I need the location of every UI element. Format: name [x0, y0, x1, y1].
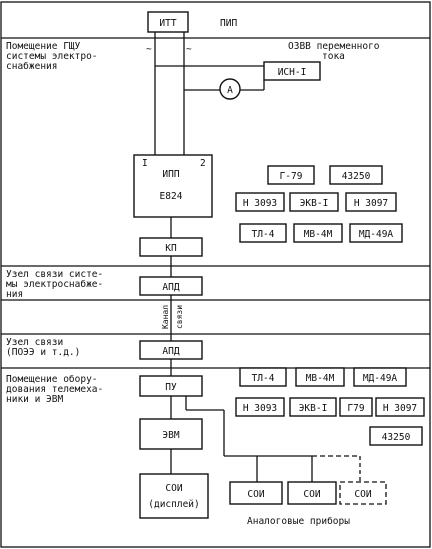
instrument-43250-box: [369, 426, 423, 446]
instruments-bottom: ТЛ-4 МВ-4М МД-49А Н 3093 ЭКВ-I Г79 Н 309…: [235, 367, 425, 446]
channel-label-2: связи: [175, 305, 184, 329]
ipp-input-2: 2: [200, 158, 206, 169]
soi-analog-3-box-dashed: [339, 481, 387, 505]
instrument-label: Г79: [347, 403, 364, 414]
instrument-label: Н 3093: [243, 403, 277, 414]
ipp-label: ИПП: [162, 169, 179, 180]
instrument-n3097-box: [375, 397, 425, 417]
isn-box: [263, 61, 321, 81]
analog-devices-caption: Аналоговые приборы: [247, 516, 350, 527]
instrument-label: МВ-4М: [306, 373, 335, 384]
instrument-g79-box: [267, 165, 315, 185]
ipp-model: Е824: [160, 191, 183, 202]
pu-label: ПУ: [165, 382, 177, 393]
soi-display-box: [139, 473, 209, 519]
evm-label: ЭВМ: [162, 430, 179, 441]
section-label-telemechanics-room: Помещение обору- дования телемеха- ники …: [6, 374, 109, 405]
instrument-n3093-box: [235, 192, 285, 212]
tilde-right: ~: [186, 44, 192, 55]
soi-analog-2-box: [287, 481, 337, 505]
instrument-label: ТЛ-4: [252, 373, 275, 384]
instrument-label: 43250: [342, 171, 371, 182]
instrument-n3093-box: [235, 397, 285, 417]
instrument-label: ЭКВ-I: [299, 403, 328, 414]
ammeter-label: А: [227, 85, 233, 96]
kp-label: КП: [165, 243, 177, 254]
instrument-md49a-box: [353, 367, 407, 387]
instrument-mv4m-box: [293, 223, 343, 243]
instrument-43250-box: [329, 165, 383, 185]
instrument-n3097-box: [345, 192, 397, 212]
instrument-label: Н 3097: [354, 198, 388, 209]
instrument-label: Г-79: [280, 171, 303, 182]
instrument-label: МВ-4М: [304, 229, 333, 240]
instrument-label: Н 3093: [243, 198, 277, 209]
instrument-label: ЭКВ-I: [300, 198, 329, 209]
pip-label: ПИП: [220, 18, 237, 29]
ipp-input-1: I: [142, 158, 148, 169]
ipp-box: [133, 154, 213, 218]
evm-box: [139, 418, 203, 450]
apd-bottom-label: АПД: [162, 346, 179, 357]
instrument-label: МД-49А: [363, 373, 398, 384]
tilde-left: ~: [146, 44, 152, 55]
ammeter-circle: [219, 78, 241, 100]
soi-analog-1-label: СОИ: [247, 489, 264, 500]
itt-box: [147, 11, 189, 33]
instruments-top: Г-79 43250 Н 3093 ЭКВ-I Н 3097 ТЛ-4 МВ-4…: [235, 165, 403, 243]
soi-analog-2-label: СОИ: [303, 489, 320, 500]
instrument-label: ТЛ-4: [252, 229, 275, 240]
instrument-tl4-box: [239, 367, 287, 387]
instrument-g79-box: [339, 397, 373, 417]
ozvv-label: ОЗВВ переменного тока: [288, 41, 385, 62]
soi-display-sublabel: (дисплей): [148, 499, 199, 510]
instrument-tl4-box: [239, 223, 287, 243]
section-label-main-control-room: Помещение ГЩУ системы электро- снабжения: [6, 41, 103, 72]
instrument-ekv1-box: [289, 397, 337, 417]
soi-analog-1-box: [229, 481, 283, 505]
instrument-label: Н 3097: [383, 403, 417, 414]
section-label-comm-node-power: Узел связи систе- мы электроснабже- ния: [6, 269, 109, 300]
soi-display-label: СОИ: [165, 483, 182, 494]
channel-label-1: Канал: [161, 305, 170, 329]
section-label-comm-node-poee: Узел связи (ПОЭЭ и т.д.): [6, 337, 80, 358]
instrument-ekv1-box: [289, 192, 339, 212]
instrument-label: 43250: [382, 432, 411, 443]
instrument-md49a-box: [349, 223, 403, 243]
instrument-mv4m-box: [295, 367, 345, 387]
itt-label: ИТТ: [159, 18, 176, 29]
apd-top-label: АПД: [162, 282, 179, 293]
instrument-label: МД-49А: [359, 229, 394, 240]
soi-analog-3-label: СОИ: [354, 489, 371, 500]
isn-label: ИСН-I: [278, 67, 307, 78]
